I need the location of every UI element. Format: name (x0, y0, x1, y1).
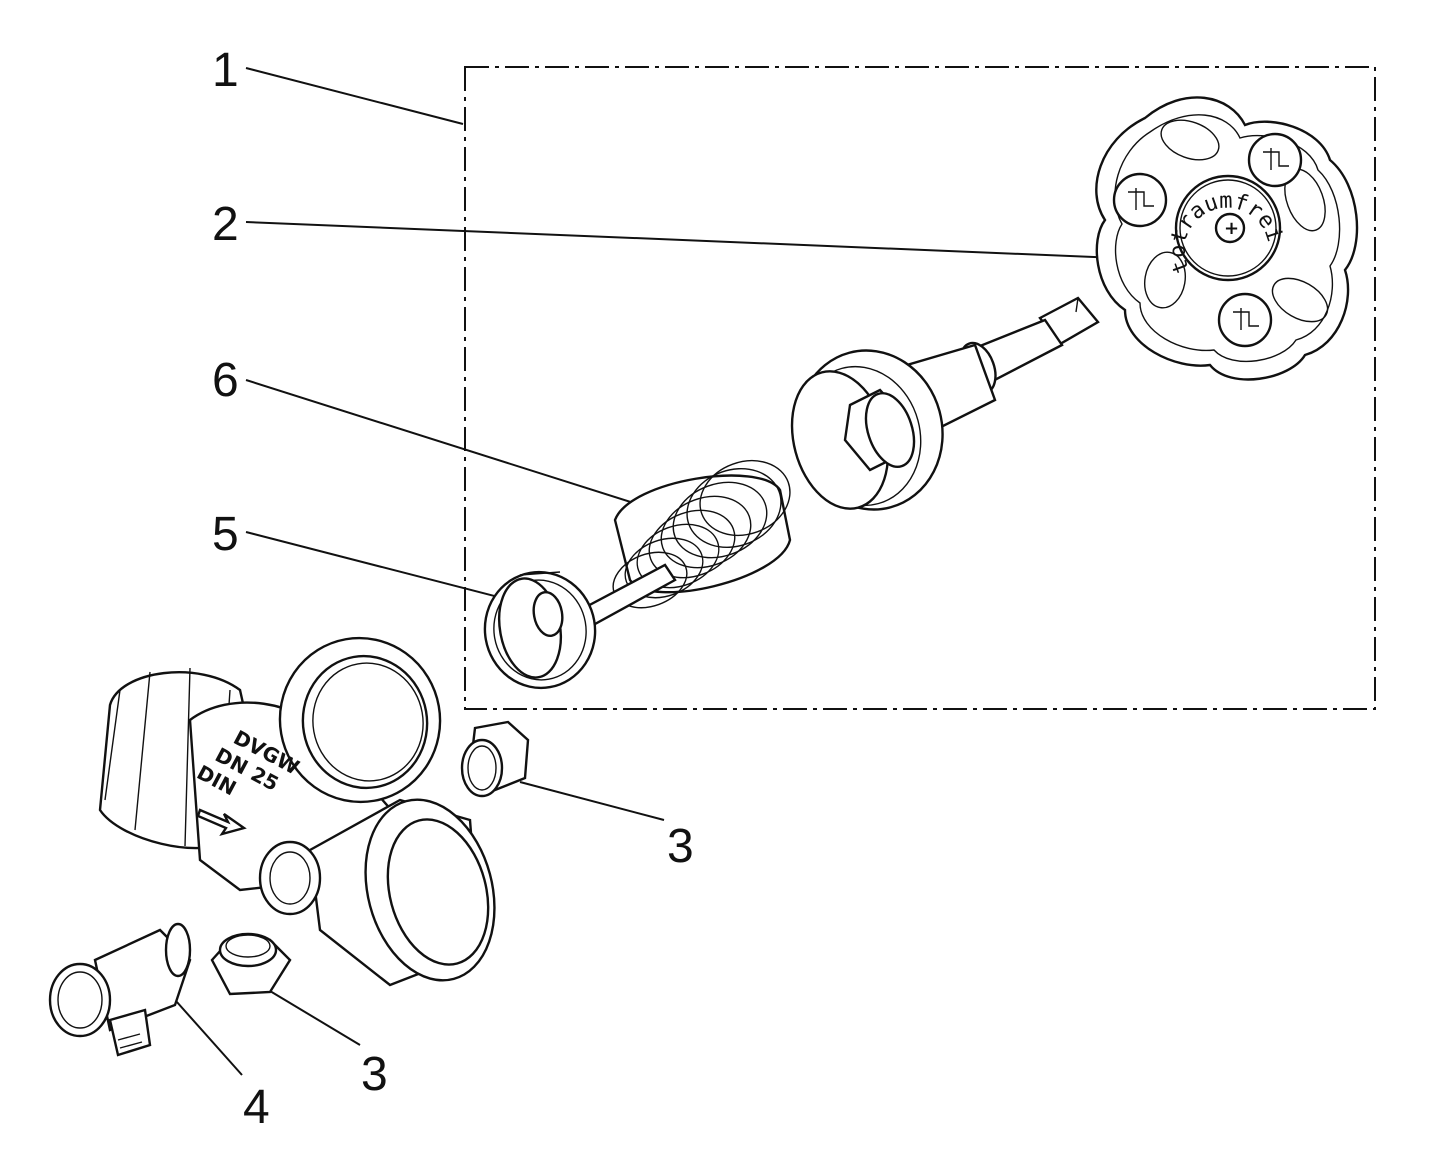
callout-1: 1 (212, 44, 239, 97)
logo-disc-icon (1219, 294, 1271, 346)
valve-body-part: DVGW DN 25 DIN (100, 625, 514, 995)
plug-part-upper (462, 722, 528, 796)
callout-3-lower: 3 (361, 1048, 388, 1101)
leader-line-1 (245, 67, 464, 125)
drain-valve-part (50, 924, 190, 1055)
plug-part-lower (212, 934, 290, 994)
spring-part (605, 448, 800, 617)
hub-center-symbol: + (1224, 218, 1239, 239)
callout-2: 2 (212, 198, 239, 251)
valve-disc-part (476, 563, 675, 696)
handwheel-part: + totraumfrei (1096, 97, 1357, 379)
callout-3-upper: 3 (667, 820, 694, 873)
leader-line-6 (245, 379, 641, 506)
flow-direction-arrow-icon (198, 810, 244, 834)
logo-disc-icon (1249, 134, 1301, 186)
callout-6: 6 (212, 354, 239, 407)
logo-disc-icon (1114, 174, 1166, 226)
assembly-group-boundary (464, 66, 1376, 710)
leader-line-3b (259, 984, 361, 1046)
callout-4: 4 (243, 1081, 270, 1134)
callout-5: 5 (212, 508, 239, 561)
leader-line-4 (167, 991, 243, 1076)
leader-line-2 (245, 221, 1119, 259)
leader-line-3a (519, 781, 665, 821)
leader-line-5 (245, 531, 511, 601)
spindle-bonnet-part (777, 298, 1098, 526)
